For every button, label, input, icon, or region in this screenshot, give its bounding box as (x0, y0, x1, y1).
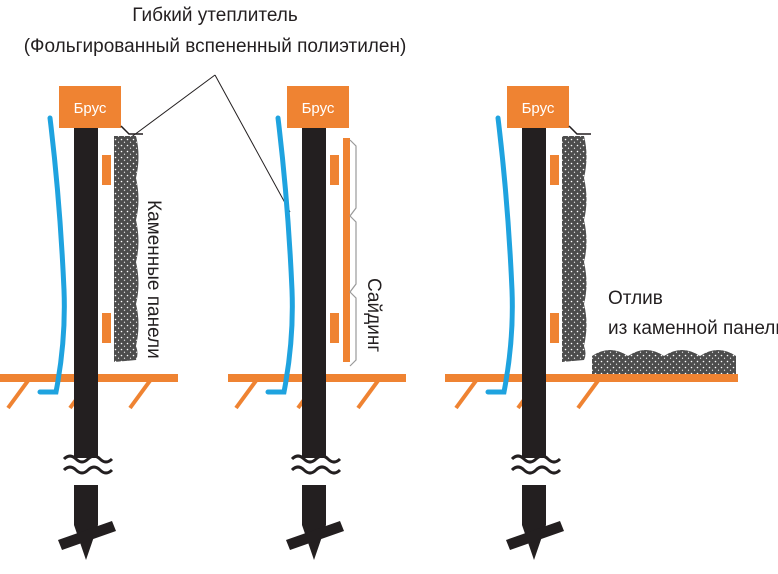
stone-drip (592, 350, 736, 374)
pile-shaft (522, 128, 546, 458)
panel-stone: Брус Каменные панели (0, 86, 178, 560)
leader-line-left (129, 74, 216, 139)
stone-panel (562, 136, 587, 362)
beam-label: Брус (74, 100, 107, 117)
screw-pile-tip-icon (286, 521, 344, 560)
beam-label: Брус (522, 100, 555, 117)
beam-block (507, 86, 569, 128)
insulation-strip (37, 115, 67, 395)
ground-beam (445, 374, 738, 382)
panel-drip-label-line1: Отлив (608, 288, 663, 309)
break-symbol-icon (510, 454, 562, 475)
screw-pile-tip-icon (506, 521, 564, 560)
break-symbol-icon (62, 454, 114, 475)
panel-stone-label: Каменные панели (143, 200, 164, 359)
stone-panel (114, 136, 139, 362)
leader-line-right (214, 74, 291, 213)
panel-siding-label: Сайдинг (363, 278, 384, 352)
beam-label: Брус (302, 100, 335, 117)
panel-drip-label-line2: из каменной панели (608, 318, 778, 339)
insulation-label-line1: Гибкий утеплитель (132, 5, 298, 26)
insulation-strip (485, 115, 515, 395)
beam-block (287, 86, 349, 128)
break-symbol-icon (290, 454, 342, 475)
panel-siding: Брус Сайдинг (228, 86, 406, 560)
beam-block (59, 86, 121, 128)
insulation-strip (265, 115, 295, 395)
panel-drip: Брус Отлив из каменной панели (445, 86, 778, 560)
screw-pile-tip-icon (58, 521, 116, 560)
siding-board (343, 138, 350, 362)
insulation-label-line2: (Фольгированный вспененный полиэтилен) (24, 36, 407, 57)
pile-shaft (74, 128, 98, 458)
pile-shaft (302, 128, 326, 458)
